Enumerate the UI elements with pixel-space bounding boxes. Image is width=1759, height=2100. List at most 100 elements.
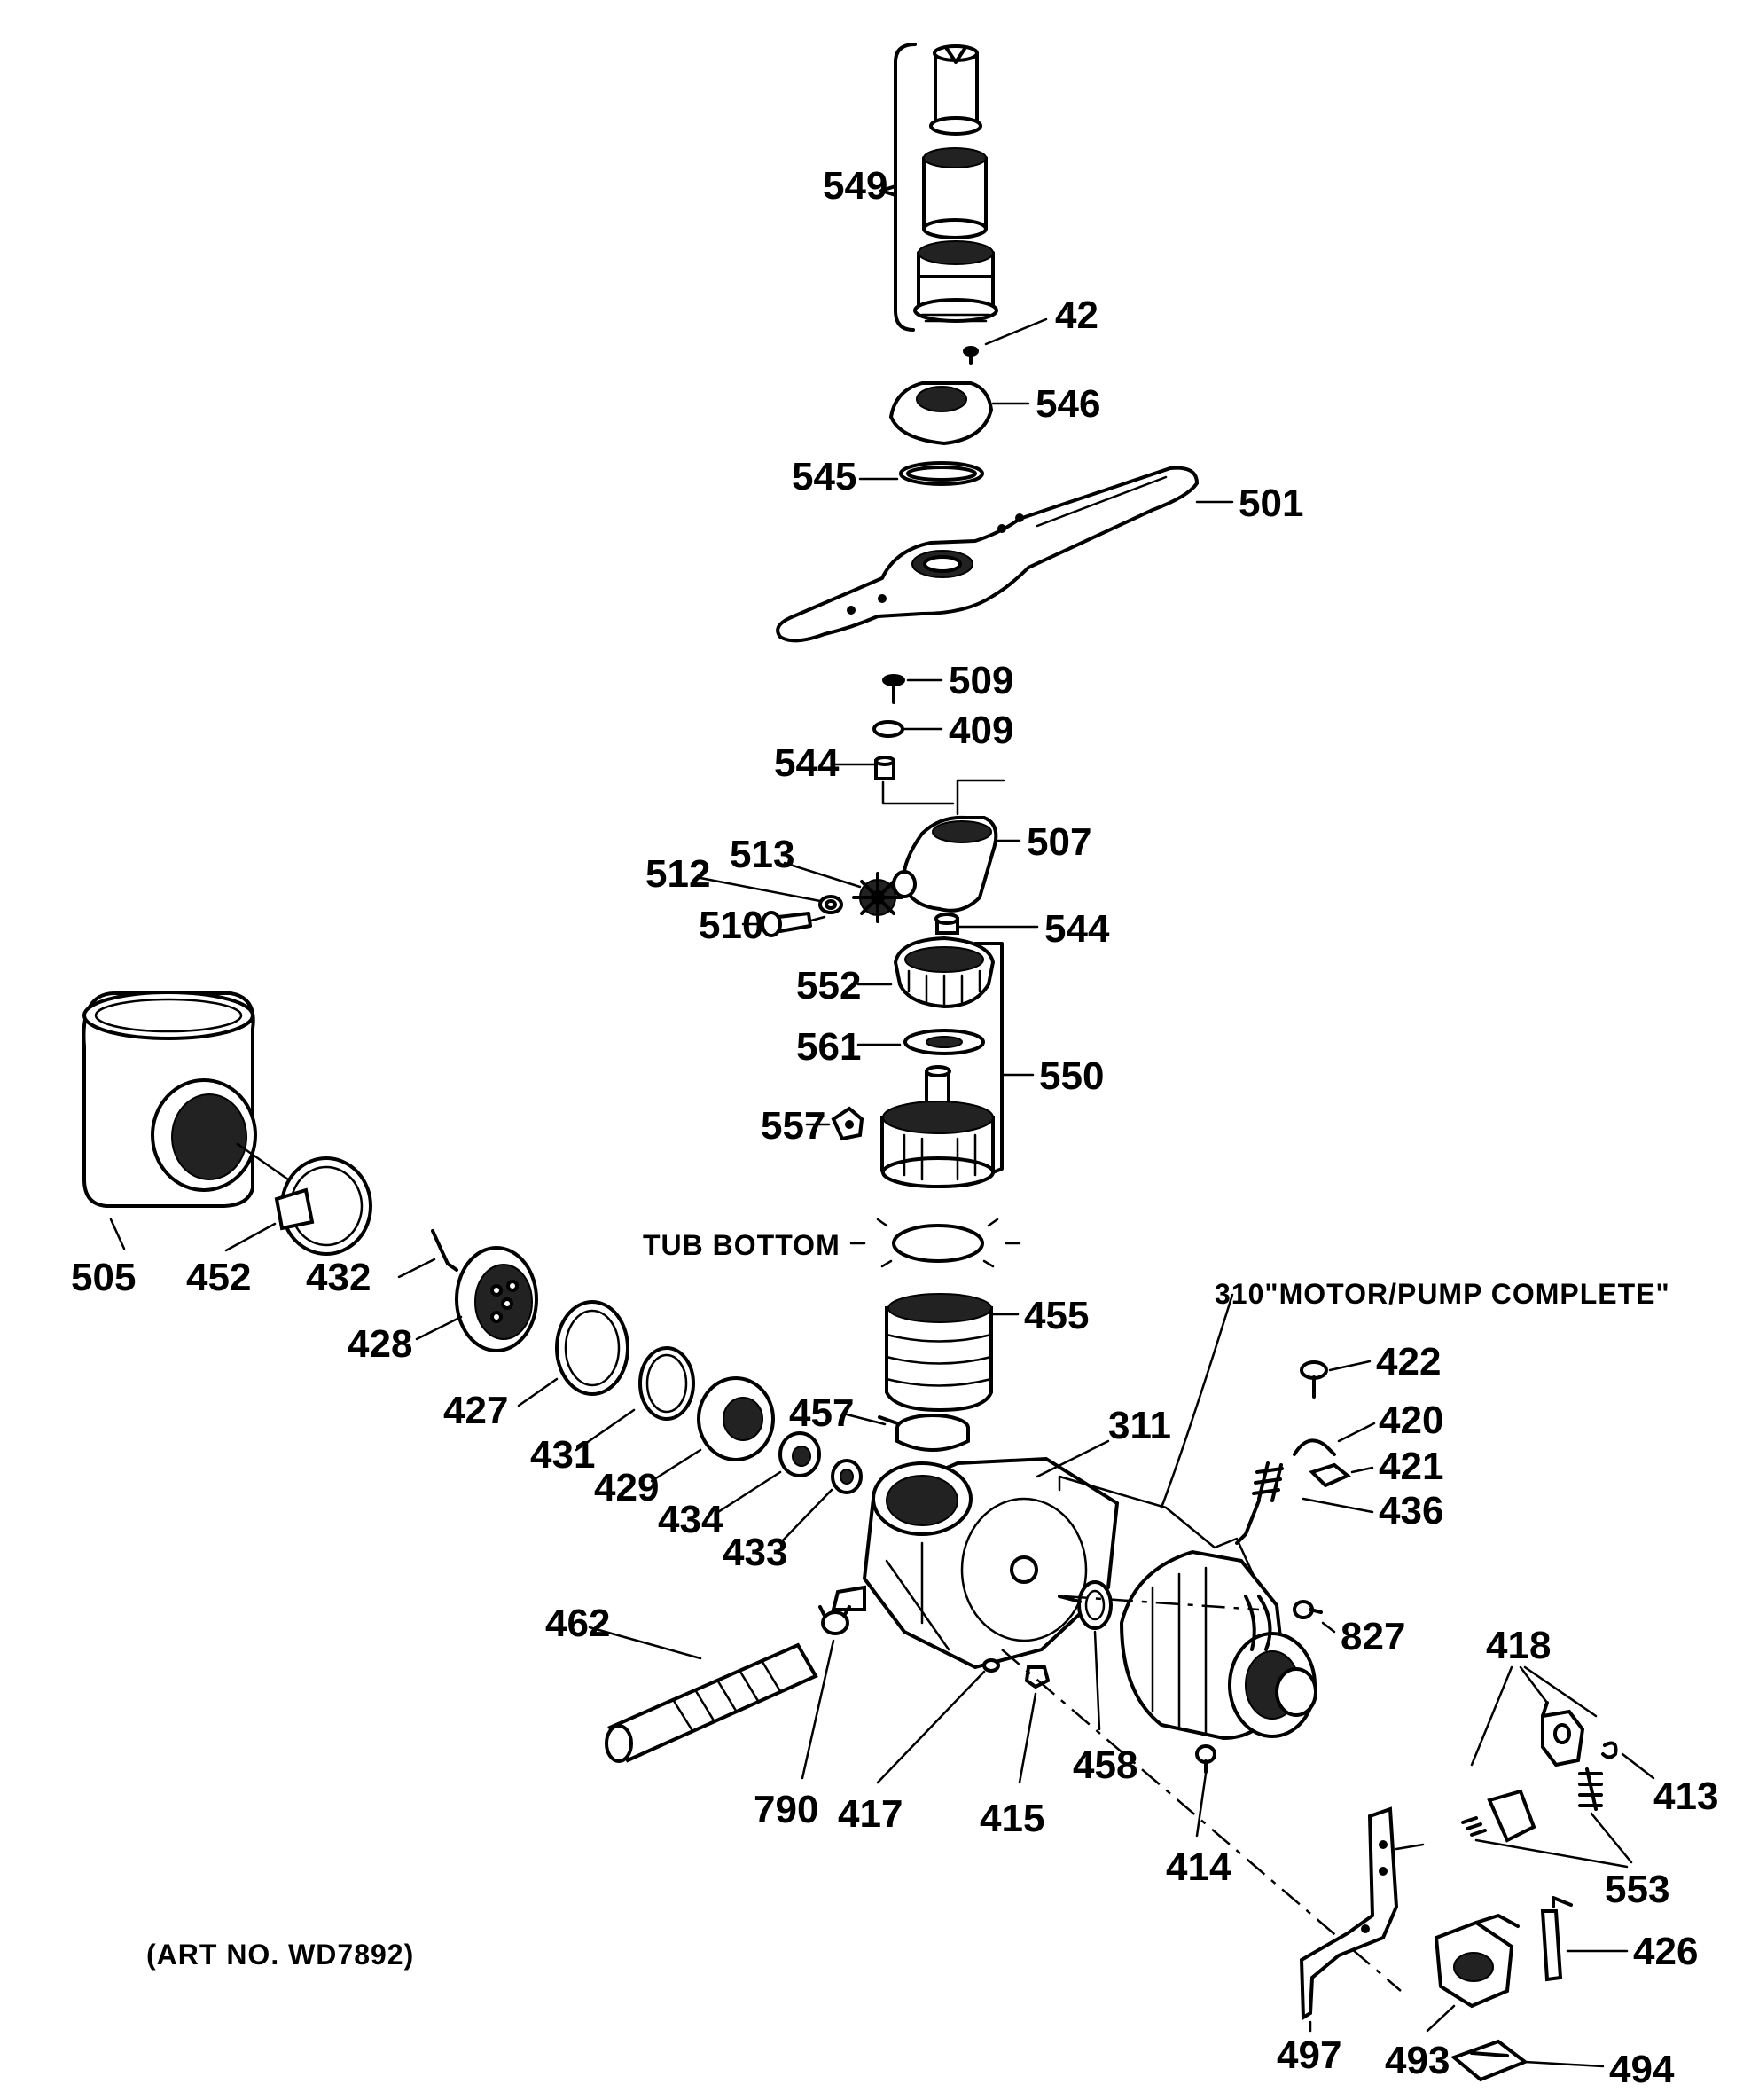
- label-462: 462: [545, 1602, 610, 1645]
- label-557: 557: [761, 1104, 825, 1148]
- gear-ring-552: [856, 936, 996, 1009]
- label-431: 431: [530, 1433, 595, 1477]
- bellows-455: [885, 1293, 1020, 1413]
- filter-428: [415, 1246, 538, 1352]
- spring-436: [1235, 1461, 1374, 1545]
- screw-414: [1195, 1744, 1216, 1838]
- spring-clip-432: [397, 1229, 458, 1279]
- impeller-429: [650, 1376, 775, 1483]
- label-42: 42: [1055, 294, 1098, 337]
- label-457: 457: [789, 1391, 854, 1435]
- solenoid-493: [1426, 1914, 1520, 2033]
- label-544-lower: 544: [1044, 907, 1110, 951]
- label-422: 422: [1376, 1340, 1441, 1383]
- snap-ring-545: [858, 461, 984, 486]
- label-544-upper: 544: [774, 741, 840, 785]
- manifold-507: [892, 779, 1021, 913]
- tub-bottom-ring: [849, 1218, 1021, 1268]
- screw-42: [963, 317, 1048, 365]
- spray-tower-assembly-549: [880, 43, 998, 332]
- label-429: 429: [594, 1466, 659, 1509]
- linkage-418: [1470, 1665, 1598, 1843]
- spring-420: [1293, 1422, 1376, 1456]
- label-513: 513: [730, 833, 794, 876]
- assembly-centerline: [1001, 1649, 1402, 1992]
- label-434: 434: [658, 1498, 723, 1541]
- label-827: 827: [1341, 1615, 1405, 1658]
- spray-arm-501: [776, 466, 1234, 643]
- art-number: (ART NO. WD7892): [146, 1939, 414, 1971]
- nut-434: [716, 1431, 821, 1514]
- motor-pump-complete-bracket-310: [1058, 1293, 1261, 1589]
- bolt-509: [882, 674, 943, 704]
- pin-426: [1540, 1896, 1629, 1982]
- seal-458: [1058, 1580, 1113, 1731]
- washer-512: [699, 876, 843, 914]
- label-433: 433: [723, 1531, 787, 1574]
- label-494: 494: [1609, 2048, 1675, 2091]
- label-415: 415: [980, 1797, 1044, 1840]
- part-labels: 549 42 546 545 501 509 409 544 507 513 5…: [71, 164, 1718, 2091]
- clamp-790: [801, 1605, 851, 1780]
- gear-513: [783, 861, 903, 923]
- label-409: 409: [949, 709, 1013, 752]
- washer-417: [876, 1658, 1000, 1784]
- label-421: 421: [1379, 1445, 1443, 1488]
- label-553: 553: [1605, 1868, 1669, 1911]
- cap-546: [888, 381, 1030, 446]
- label-549: 549: [823, 164, 887, 208]
- label-458: 458: [1073, 1743, 1137, 1787]
- label-417: 417: [838, 1792, 903, 1836]
- label-418: 418: [1486, 1624, 1551, 1667]
- washer-409: [872, 720, 943, 738]
- label-455: 455: [1024, 1294, 1089, 1337]
- clip-413: [1601, 1741, 1655, 1780]
- label-507: 507: [1027, 820, 1091, 864]
- clip-557: [805, 1106, 864, 1141]
- label-497: 497: [1277, 2033, 1341, 2077]
- label-501: 501: [1239, 482, 1303, 525]
- springs-553: [1461, 1767, 1633, 1869]
- pump-housing-311: [831, 1439, 1120, 1670]
- ring-431: [575, 1346, 695, 1452]
- label-311: 311: [1108, 1404, 1171, 1447]
- screw-827: [1293, 1600, 1336, 1634]
- label-432: 432: [306, 1256, 371, 1299]
- mounting-bracket-497: [1299, 1806, 1425, 2033]
- assembly-centerline-upper: [1063, 1595, 1260, 1611]
- ring-427: [517, 1300, 629, 1407]
- hub-cylinder: [880, 1065, 995, 1189]
- block-494: [1450, 2039, 1605, 2082]
- clamp-457: [845, 1413, 970, 1452]
- label-428: 428: [348, 1322, 412, 1366]
- label-426: 426: [1633, 1930, 1698, 1973]
- washer-561: [856, 1029, 985, 1055]
- hose-462: [588, 1626, 818, 1763]
- label-561: 561: [796, 1025, 861, 1069]
- motor-pump-complete-label: 310"MOTOR/PUMP COMPLETE": [1215, 1278, 1670, 1310]
- label-546: 546: [1036, 382, 1100, 426]
- motor: [1119, 1549, 1317, 1741]
- housing-505: [82, 991, 257, 1250]
- bushing-544-upper: [832, 756, 955, 805]
- label-550: 550: [1039, 1054, 1104, 1098]
- label-552: 552: [796, 964, 861, 1007]
- label-510: 510: [699, 904, 763, 947]
- label-414: 414: [1166, 1845, 1231, 1889]
- clamp-452: [224, 1142, 372, 1256]
- label-427: 427: [443, 1389, 508, 1432]
- label-545: 545: [792, 455, 856, 498]
- bracket-421: [1309, 1462, 1374, 1488]
- label-505: 505: [71, 1256, 136, 1299]
- tub-bottom-label: TUB BOTTOM: [643, 1229, 840, 1261]
- label-420: 420: [1379, 1399, 1443, 1442]
- label-509: 509: [949, 659, 1013, 702]
- label-413: 413: [1653, 1775, 1718, 1818]
- bushing-433: [778, 1459, 863, 1545]
- screw-422: [1300, 1360, 1372, 1399]
- bushing-544-lower: [934, 913, 1039, 935]
- label-790: 790: [754, 1788, 818, 1831]
- screw-510: [741, 911, 826, 937]
- label-436: 436: [1379, 1489, 1443, 1532]
